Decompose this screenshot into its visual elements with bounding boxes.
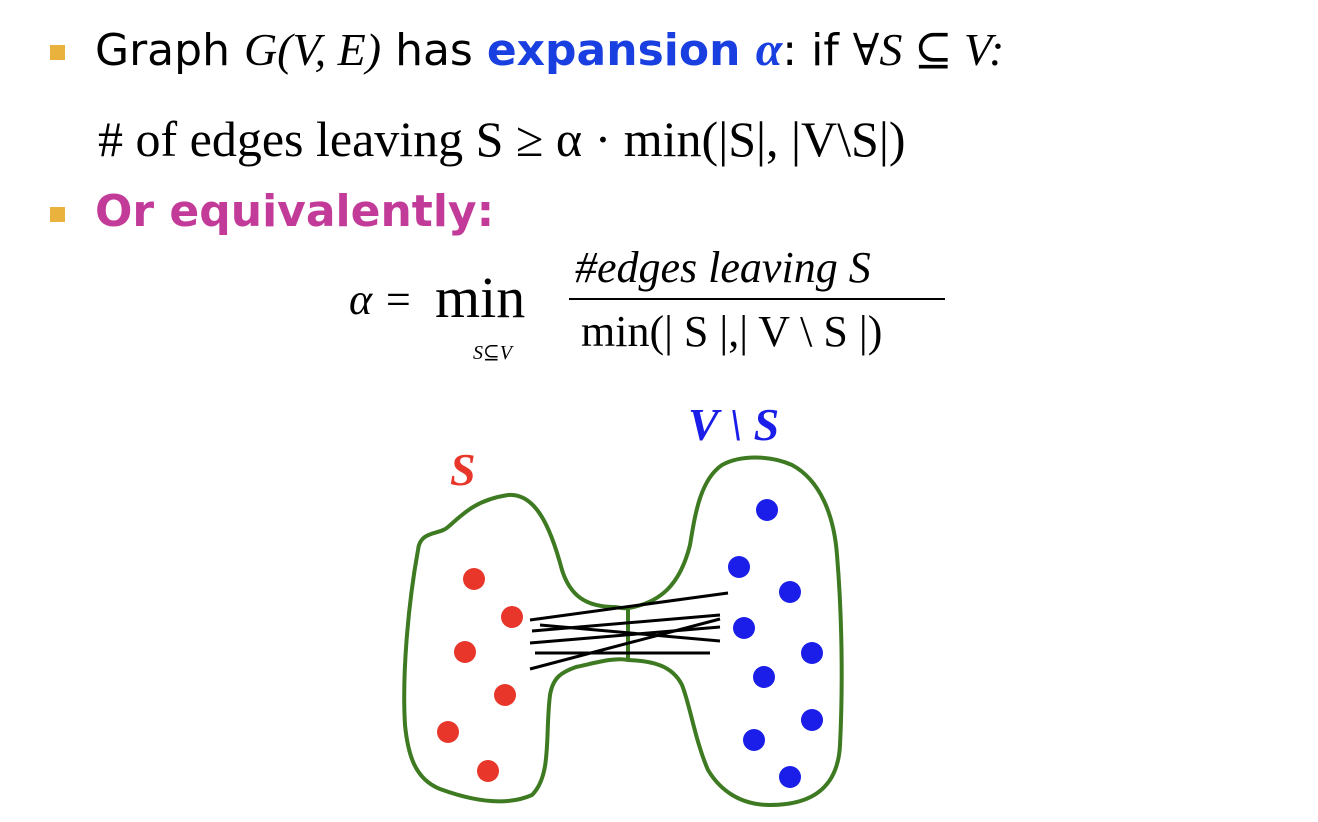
formula-min: min	[435, 265, 526, 330]
bullet-1-colon-if: : if	[782, 25, 853, 76]
s-vertex	[501, 606, 523, 628]
cut-edge	[529, 617, 721, 671]
s-label: S	[450, 444, 476, 495]
s-vertex	[454, 641, 476, 663]
cut-edges	[529, 591, 729, 671]
graph-cut-diagram: S V \ S	[402, 399, 844, 807]
expansion-formula: α = min S⊆V #edges leaving S min(| S |,|…	[345, 240, 965, 380]
vs-vertex	[728, 556, 750, 578]
bullet-2-text: Or equivalently:	[95, 186, 494, 237]
inequality-text: # of edges leaving S ≥ α · min(|S|, |V\S…	[98, 111, 906, 167]
vs-vertex	[801, 642, 823, 664]
vs-vertices	[728, 499, 823, 788]
graph-notation: G(V, E)	[243, 24, 382, 75]
vs-vertex	[801, 709, 823, 731]
expansion-term: expansion	[486, 25, 756, 76]
formula-lhs: α =	[349, 275, 413, 324]
s-vertex	[494, 684, 516, 706]
cut-edge	[529, 625, 721, 645]
formula-subscript: S⊆V	[473, 342, 512, 364]
s-region-outline	[402, 492, 630, 804]
subset-condition: S ⊆ V:	[879, 24, 1005, 75]
fraction-bar	[569, 298, 945, 300]
vs-region-outline	[627, 455, 844, 807]
vs-vertex	[743, 729, 765, 751]
vs-vertex	[779, 581, 801, 603]
s-vertex	[437, 721, 459, 743]
s-vertices	[437, 568, 523, 782]
s-vertex	[477, 760, 499, 782]
vs-vertex	[753, 666, 775, 688]
formula-numerator: #edges leaving S	[575, 243, 871, 292]
cut-edge	[529, 591, 729, 622]
bullet-1-prefix: Graph	[95, 25, 244, 76]
forall-symbol: ∀	[852, 26, 880, 75]
formula-denominator: min(| S |,| V \ S |)	[581, 307, 883, 356]
bullet-1-has: has	[381, 25, 487, 76]
vs-label: V \ S	[688, 399, 779, 450]
equivalently-label: Or equivalently:	[95, 186, 495, 237]
bullet-1-text: Graph G(V, E) has expansion α: if ∀S ⊆ V…	[95, 22, 1004, 77]
cut-edge	[539, 623, 721, 643]
bullet-marker-1	[50, 45, 65, 60]
s-vertex	[463, 568, 485, 590]
expansion-inequality: # of edges leaving S ≥ α · min(|S|, |V\S…	[98, 110, 906, 168]
vs-vertex	[756, 499, 778, 521]
bullet-marker-2	[50, 207, 65, 222]
vs-vertex	[779, 766, 801, 788]
expansion-alpha: α	[755, 23, 783, 76]
vs-vertex	[733, 617, 755, 639]
